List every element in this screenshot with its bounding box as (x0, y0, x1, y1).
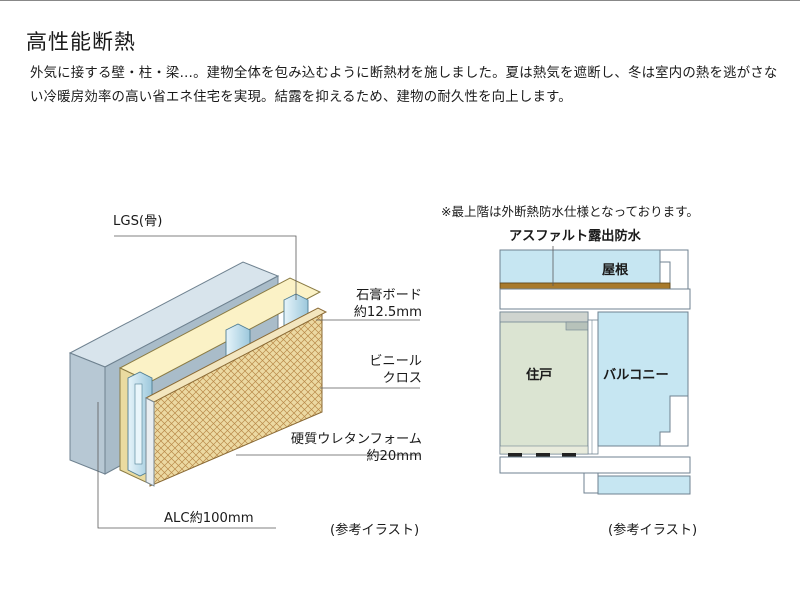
label-asphalt-waterproofing: アスファルト露出防水 (509, 229, 641, 244)
label-vinyl-cloth: ビニール クロス (369, 354, 422, 386)
section-caption: (参考イラスト) (608, 523, 698, 538)
roof-structure (499, 249, 691, 310)
label-roof: 屋根 (602, 263, 629, 278)
label-alc: ALC約100mm (164, 511, 254, 526)
label-balcony: バルコニー (603, 368, 669, 383)
wall-caption: (参考イラスト) (330, 523, 420, 538)
label-lgs: LGS(骨) (113, 214, 163, 229)
label-urethane-foam: 硬質ウレタンフォーム 約20mm (290, 432, 422, 464)
top-floor-note: ※最上階は外断熱防水仕様となっております。 (441, 204, 699, 219)
description-text: 外気に接する壁・柱・梁…。建物全体を包み込むように断熱材を施しました。夏は熱気を… (30, 66, 778, 105)
dwelling-room (499, 311, 599, 457)
floor-slab (499, 456, 691, 495)
balcony (597, 311, 689, 447)
top-border (0, 0, 800, 1)
page-title: 高性能断熱 (26, 30, 136, 54)
label-dwelling: 住戸 (526, 368, 553, 383)
label-gypsum-board: 石膏ボード 約12.5mm (353, 288, 422, 320)
wall-leader-lines (97, 235, 420, 529)
urethane-foam (144, 307, 328, 487)
